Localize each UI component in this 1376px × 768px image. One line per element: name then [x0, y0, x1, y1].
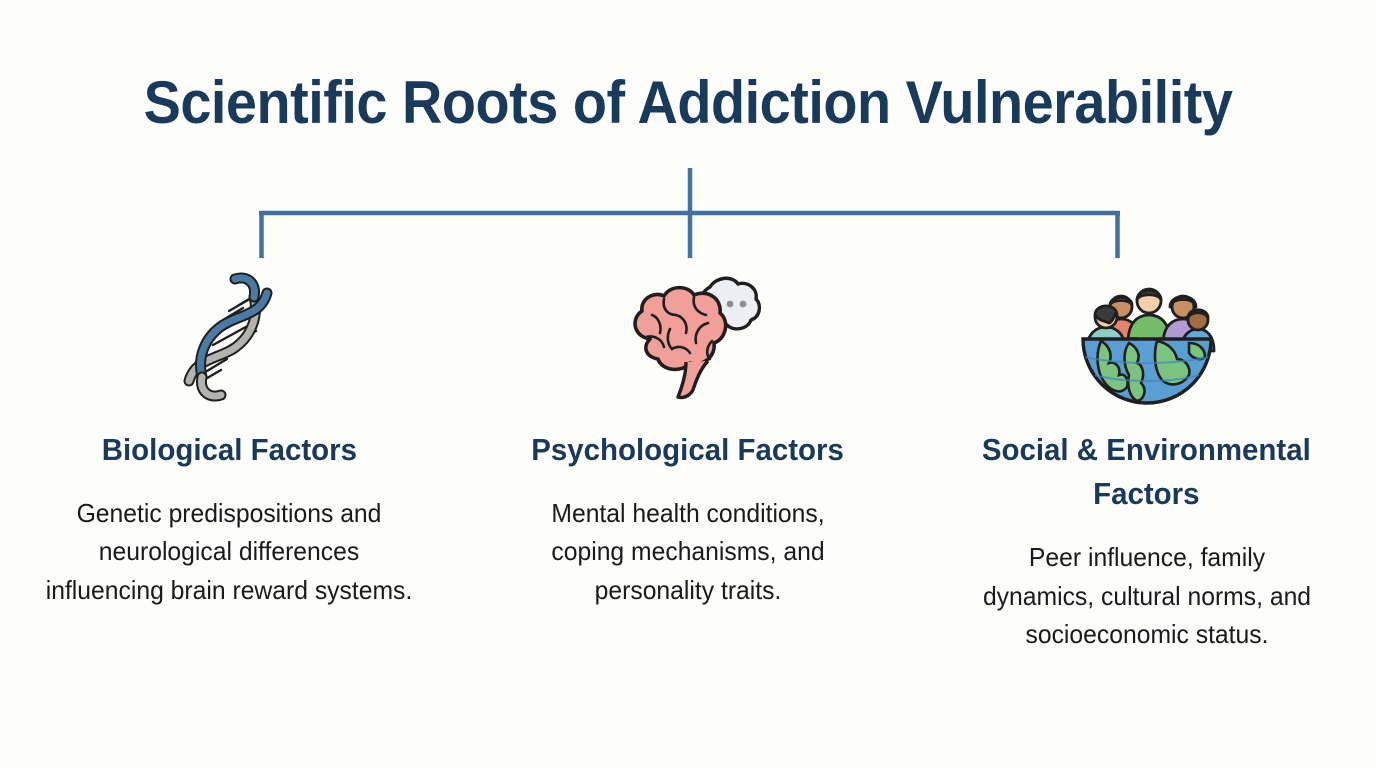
column-psychological: Psychological Factors Mental health cond… — [459, 262, 918, 609]
column-heading-psychological: Psychological Factors — [531, 432, 845, 467]
column-body-psychological: Mental health conditions, coping mechani… — [551, 498, 825, 605]
column-body-social-environmental: Peer influence, family dynamics, cultura… — [982, 542, 1311, 649]
globe-people-icon — [1071, 262, 1223, 412]
column-heading-social-environmental: Social & Environmental Factors — [982, 432, 1312, 512]
factor-columns: Biological Factors Genetic predispositio… — [0, 262, 1376, 653]
column-biological: Biological Factors Genetic predispositio… — [0, 262, 459, 609]
column-body-biological: Genetic predispositions and neurological… — [46, 498, 413, 605]
brain-thought-icon — [612, 262, 764, 412]
globe-shape — [1080, 337, 1213, 405]
column-heading-biological: Biological Factors — [101, 432, 357, 467]
dna-helix-icon — [155, 262, 303, 412]
tree-connector — [259, 168, 1120, 258]
page-title: Scientific Roots of Addiction Vulnerabil… — [143, 69, 1233, 136]
column-social-environmental: Social & Environmental Factors Peer infl… — [917, 262, 1376, 653]
people-group — [1085, 287, 1216, 353]
